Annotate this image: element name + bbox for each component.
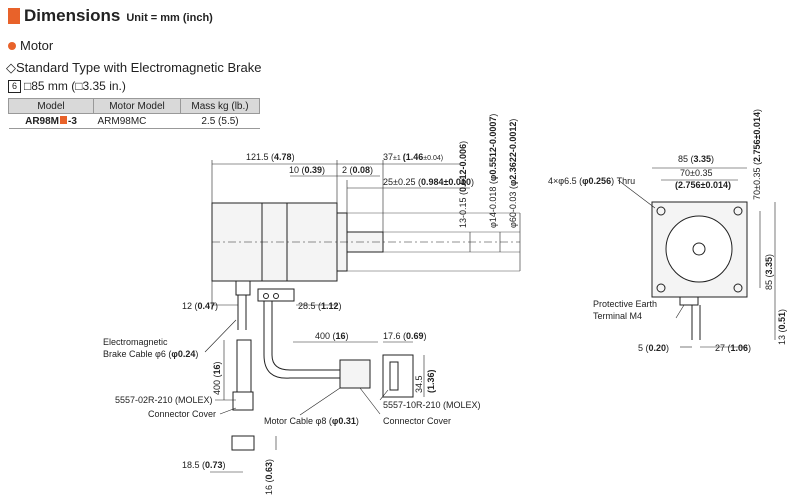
- col-mass: Mass kg (lb.): [180, 98, 260, 114]
- dim-2: 2 (0.08): [342, 165, 373, 175]
- dim-13-key: 13-0.15 (0.512-0.006): [458, 141, 468, 228]
- connector-cover-label: Connector Cover: [148, 409, 216, 419]
- cell-mass: 2.5 (5.5): [180, 113, 260, 129]
- model-swatch: [60, 115, 67, 124]
- cell-model: AR98M-3: [8, 113, 94, 129]
- dim-18-5: 18.5 (0.73): [182, 460, 226, 470]
- motor-connector-cover: [339, 359, 371, 389]
- header-marker: [8, 8, 20, 24]
- brake-cable-gland: [235, 280, 251, 296]
- dim-pilot-dia: φ60-0.03 (φ2.3622-0.0012): [508, 119, 518, 228]
- brake-cable: [237, 295, 247, 330]
- motor-cable: [263, 301, 350, 379]
- size-line: 6 □85 mm (□3.35 in.): [8, 79, 126, 93]
- small-connector: [231, 435, 255, 451]
- dim-400: 400 (16): [315, 331, 349, 341]
- terminal-box: [257, 288, 295, 302]
- dim-28-5: 28.5 (1.12): [298, 301, 342, 311]
- dim-12: 12 (0.47): [182, 301, 218, 311]
- brake-cable-label-2: Brake Cable φ6 (φ0.24): [103, 349, 198, 359]
- front-shaft: [692, 242, 706, 256]
- dim-70-width-in: (2.756±0.014): [675, 180, 731, 190]
- brake-cable-label: Electromagnetic: [103, 337, 168, 347]
- dim-27: 27 (1.06): [715, 343, 751, 353]
- mount-hole-icon: [733, 206, 743, 216]
- dim-37: 37±1(1.46±0.04): [383, 152, 443, 162]
- molex-10-label: 5557-10R-210 (MOLEX): [383, 400, 481, 410]
- connector-cover-label-2: Connector Cover: [383, 416, 451, 426]
- dim-13-front: 13 (0.51): [777, 309, 787, 345]
- motor-cable-2: [271, 301, 350, 371]
- table-row: AR98M-3 ARM98MC 2.5 (5.5): [8, 113, 260, 129]
- cell-motor-model: ARM98MC: [93, 113, 181, 129]
- dim-10: 10 (0.39): [289, 165, 325, 175]
- page-title: Dimensions: [24, 6, 121, 25]
- header: Dimensions Unit = mm (inch): [8, 6, 213, 26]
- table-header-row: Model Motor Model Mass kg (lb.): [8, 98, 260, 114]
- front-pilot-circle: [665, 215, 733, 283]
- dim-70-height: 70±0.35 (2.756±0.014): [752, 109, 762, 200]
- dim-85-width: 85 (3.35): [678, 154, 714, 164]
- dim-length: 121.5 (4.78): [246, 152, 295, 162]
- section-heading: Motor: [8, 38, 53, 53]
- dim-16: 16 (0.63): [264, 459, 274, 495]
- col-motor-model: Motor Model: [93, 98, 181, 114]
- size-text: □85 mm (□3.35 in.): [24, 79, 126, 93]
- dim-70-width: 70±0.35: [680, 168, 712, 178]
- earth-label: Protective Earth: [593, 299, 657, 309]
- brake-connector-wires: [236, 339, 252, 401]
- hole-callout: 4×φ6.5 (φ0.256) Thru: [548, 176, 635, 186]
- dim-85-height: 85 (3.35): [764, 254, 774, 290]
- dim-shaft-dia: φ14-0.018 (φ0.5512-0.0007): [488, 114, 498, 228]
- brake-connector: [232, 391, 254, 411]
- dim-34-5: 34.5: [414, 375, 424, 393]
- section-title: Motor: [20, 38, 54, 53]
- dim-400-vertical: 400 (16): [212, 361, 222, 395]
- earth-label-2: Terminal M4: [593, 311, 642, 321]
- front-earth-terminal: [679, 296, 699, 306]
- earth-screw-icon: [263, 293, 269, 299]
- size-badge: 6: [8, 79, 21, 93]
- subtitle: ◇Standard Type with Electromagnetic Brak…: [6, 60, 262, 75]
- dim-17-6: 17.6 (0.69): [383, 331, 427, 341]
- mount-hole-icon: [656, 283, 666, 293]
- dim-34-5-in: (1.36): [426, 369, 436, 393]
- col-model: Model: [8, 98, 94, 114]
- molex-2-label: 5557-02R-210 (MOLEX): [115, 395, 213, 405]
- motor-cable-label: Motor Cable φ8 (φ0.31): [264, 416, 359, 426]
- connector-pins: [389, 361, 399, 391]
- mount-hole-icon: [656, 206, 666, 216]
- earth-screw2-icon: [273, 293, 279, 299]
- dim-5: 5 (0.20): [638, 343, 669, 353]
- section-dot-icon: [8, 41, 16, 50]
- dim-25: 25±0.25 (0.984±0.010): [383, 177, 474, 187]
- unit-note: Unit = mm (inch): [126, 12, 213, 24]
- mount-hole-icon: [733, 283, 743, 293]
- model-table: Model Motor Model Mass kg (lb.) AR98M-3 …: [8, 98, 260, 129]
